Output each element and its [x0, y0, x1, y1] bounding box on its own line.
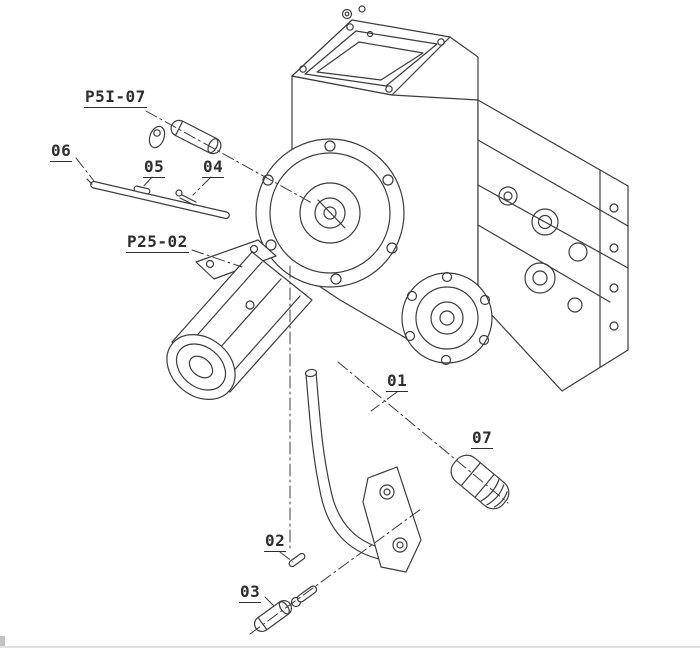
pin-part [148, 119, 222, 155]
part-label-p25-02: P25-02 [126, 232, 189, 254]
scan-corner-mark [0, 636, 5, 646]
small-pin-part [133, 185, 151, 195]
part-label-02: 02 [264, 531, 287, 553]
leader-lines [75, 110, 509, 635]
lever-bracket-plate [362, 466, 422, 573]
bottom-divider [0, 646, 700, 648]
detent-parts [288, 552, 318, 608]
part-label-p5i-07: P5I-07 [84, 87, 147, 109]
gearbox-housing [255, 5, 629, 392]
shift-knob [450, 454, 510, 510]
part-label-07: 07 [471, 428, 494, 450]
part-label-06: 06 [50, 141, 73, 163]
part-label-05: 05 [143, 157, 166, 179]
part-label-03: 03 [239, 582, 262, 604]
part-label-04: 04 [202, 157, 225, 179]
cotter-clip-part [175, 189, 197, 206]
shift-tube-housing [166, 239, 313, 401]
part-label-01: 01 [386, 371, 409, 393]
gear-shift-lever [304, 368, 392, 562]
rod-part [86, 178, 230, 220]
